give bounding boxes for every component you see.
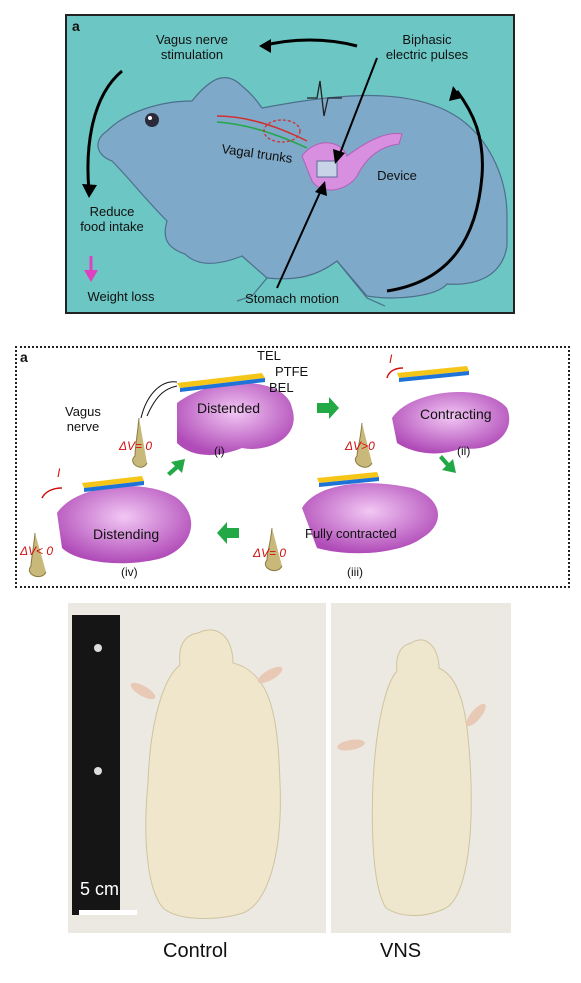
cycle-arrow-ii-to-iii (439, 455, 456, 473)
panel-letter: a (20, 349, 28, 365)
rat-control-body (145, 629, 281, 919)
working-mechanism-panel: a TEL PTFE BEL Vagus nerve Distended (i)… (15, 346, 570, 588)
stage-i-roman: (i) (214, 444, 225, 458)
scale-bar-label: 5 cm (80, 879, 120, 899)
weight-loss-label: Weight loss (87, 289, 155, 304)
biphasic-pulses-label: Biphasic electric pulses (385, 32, 469, 62)
stage-i-state: Distended (197, 400, 261, 416)
vagus-nerve-label: Vagus nerve (65, 404, 101, 434)
stomach-ii (392, 391, 510, 454)
vns-rat-photo (331, 603, 511, 933)
rat-schematic-drawing (82, 38, 508, 307)
stage-iv-voltage: ΔV< 0 (20, 544, 54, 558)
rat-body (97, 77, 508, 299)
stage-i-voltage: ΔV= 0 (119, 439, 153, 453)
vns-caption: VNS (380, 940, 422, 962)
layer-ptfe-label: PTFE (275, 364, 309, 379)
stage-ii-state: Contracting (420, 406, 492, 422)
stage-iii-roman: (iii) (347, 565, 363, 579)
mechanism-cycle-drawing (28, 366, 510, 578)
stage-iv-roman: (iv) (121, 565, 138, 579)
stage-iv-current: I (57, 466, 61, 480)
ruler (72, 615, 120, 915)
cycle-arrow-iii-to-iv (217, 522, 239, 544)
rat-vns-body (371, 639, 472, 916)
stage-iii-voltage: ΔV= 0 (253, 546, 287, 560)
cycle-arrow-iv-to-i (167, 459, 185, 476)
stomach-iii (302, 483, 439, 554)
stage-iv-state: Distending (93, 526, 160, 542)
device-label: Device (377, 168, 417, 183)
scale-bar (79, 910, 137, 915)
layer-tel-label: TEL (257, 348, 281, 363)
rat-eye (145, 113, 159, 127)
stomach-iv (57, 486, 192, 564)
stage-ii-roman: (ii) (457, 444, 471, 458)
stomach-motion-label: Stomach motion (245, 291, 339, 306)
control-rat-photo (68, 603, 326, 933)
control-caption: Control (163, 940, 228, 962)
stage-ii-current: I (389, 352, 393, 366)
reduce-food-intake-label: Reduce food intake (80, 204, 144, 234)
layer-bel-label: BEL (269, 380, 294, 395)
vagus-nerve-stimulation-label: Vagus nerve stimulation (155, 32, 229, 62)
device-schematic-panel: a Vagus nerve stimulation Biphasic elect… (65, 14, 515, 314)
stage-iii-state: Fully contracted (305, 526, 397, 541)
stage-ii-voltage: ΔV>0 (345, 439, 375, 453)
cycle-arrow-i-to-ii (317, 397, 339, 419)
stomach-i (177, 382, 294, 455)
panel-letter: a (72, 18, 80, 34)
